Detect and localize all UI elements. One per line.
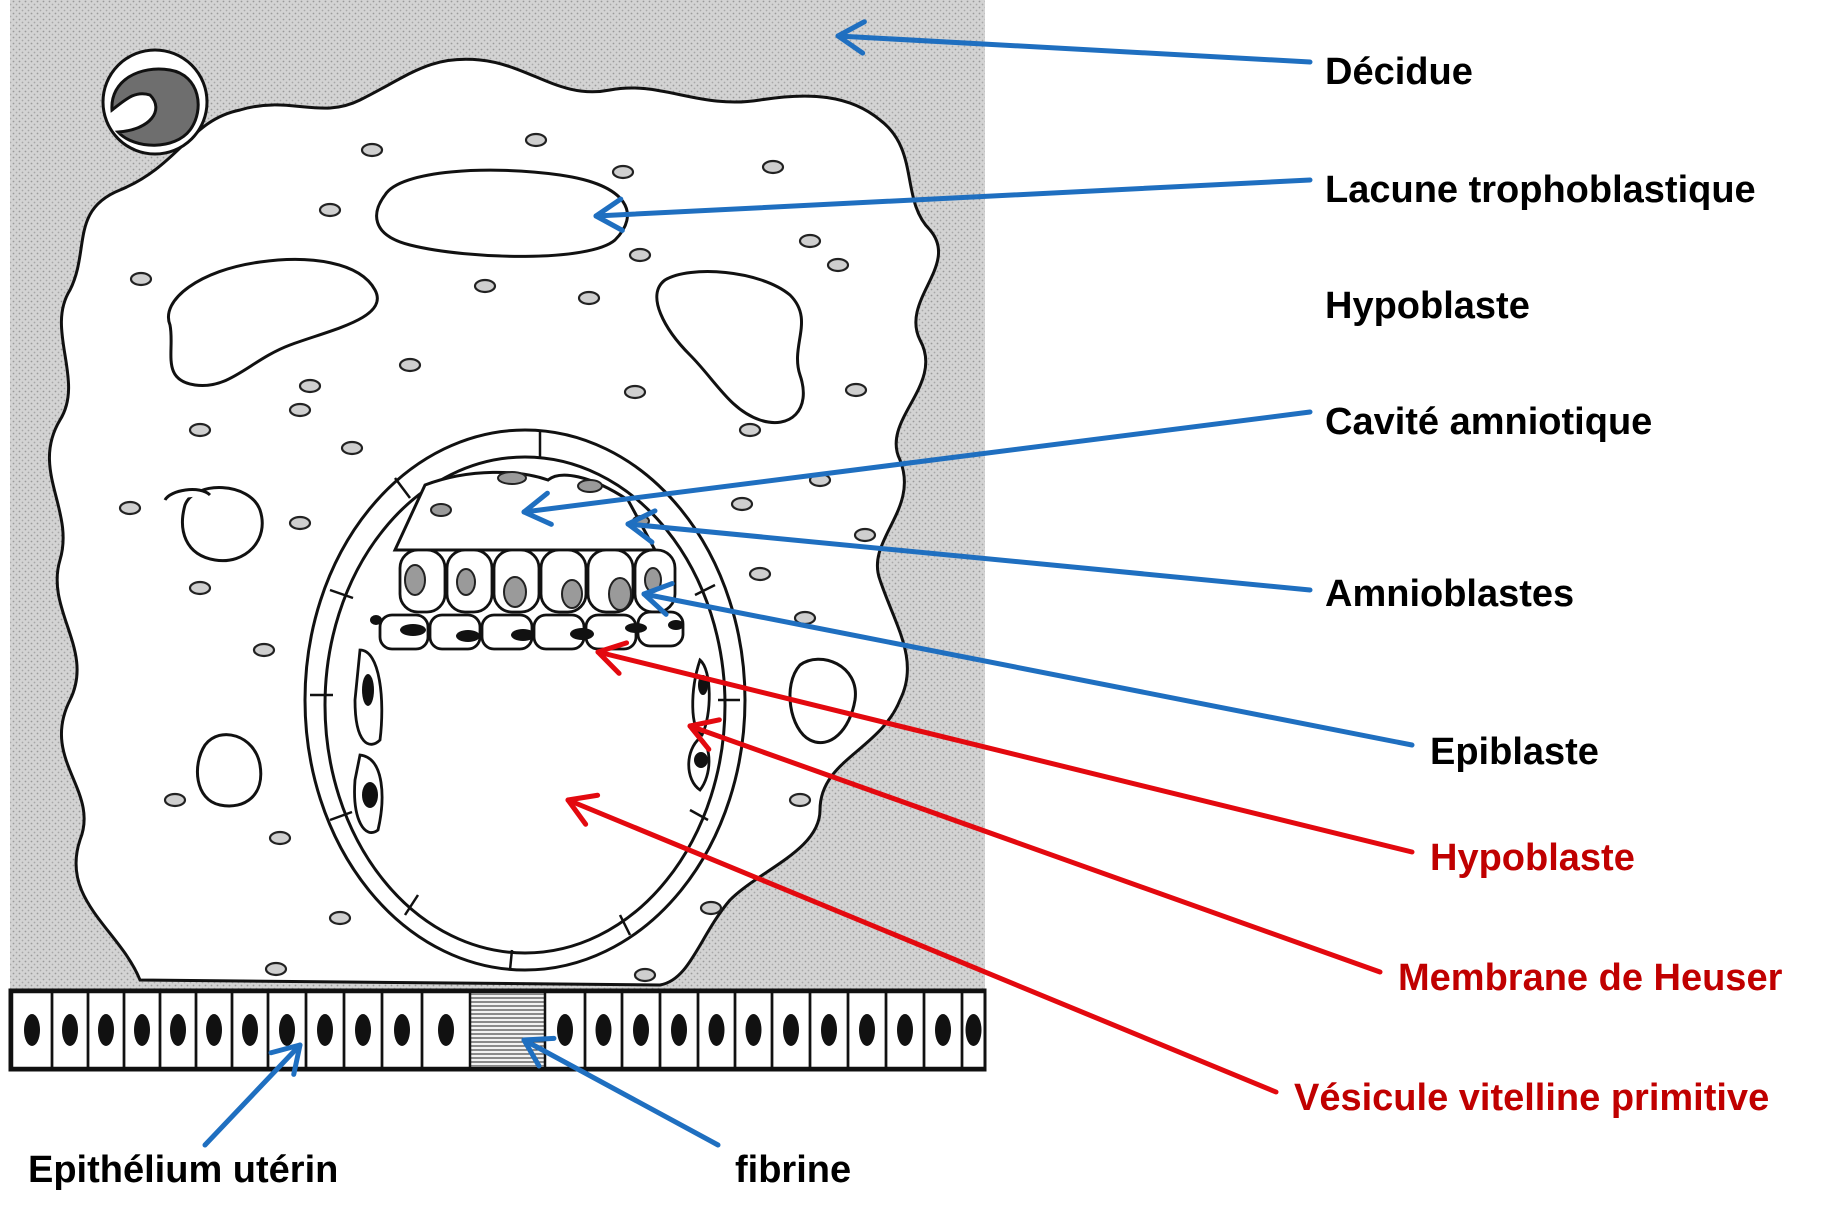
label-vesicule-vitelline-primitive: Vésicule vitelline primitive — [1294, 1076, 1769, 1120]
label-amnioblastes: Amnioblastes — [1325, 572, 1574, 616]
epithelial-nucleus — [24, 1014, 40, 1046]
epithelial-nucleus — [746, 1014, 762, 1046]
epithelial-nucleus — [438, 1014, 454, 1046]
epithelial-nucleus — [557, 1014, 573, 1046]
label-membrane-de-heuser: Membrane de Heuser — [1398, 956, 1782, 1000]
label-epiblaste: Epiblaste — [1430, 730, 1599, 774]
epithelial-nucleus — [134, 1014, 150, 1046]
uterine-epithelium — [10, 990, 985, 1070]
epithelial-nucleus — [206, 1014, 222, 1046]
epithelial-nucleus — [935, 1014, 951, 1046]
epithelial-nucleus — [394, 1014, 410, 1046]
epithelial-nucleus — [859, 1014, 875, 1046]
epithelial-nucleus — [242, 1014, 258, 1046]
label-epithelium-uterin: Epithélium utérin — [28, 1148, 338, 1192]
label-fibrine: fibrine — [735, 1148, 851, 1192]
epithelial-nucleus — [783, 1014, 799, 1046]
epithelial-nucleus — [821, 1014, 837, 1046]
epithelial-nucleus — [897, 1014, 913, 1046]
epithelial-nucleus — [671, 1014, 687, 1046]
epithelial-nucleus — [633, 1014, 649, 1046]
epithelial-nucleus — [279, 1014, 295, 1046]
epithelial-nucleus — [596, 1014, 612, 1046]
epithelial-nucleus — [62, 1014, 78, 1046]
epithelial-nucleus — [966, 1014, 982, 1046]
label-cavite-amniotique: Cavité amniotique — [1325, 400, 1652, 444]
label-decidue: Décidue — [1325, 50, 1473, 94]
label-hypoblaste: Hypoblaste — [1430, 836, 1635, 880]
epithelial-nucleus — [170, 1014, 186, 1046]
epithelial-nucleus — [98, 1014, 114, 1046]
label-hypoblaste-unlinked: Hypoblaste — [1325, 284, 1530, 328]
epithelial-nucleus — [317, 1014, 333, 1046]
label-lacune-trophoblastique: Lacune trophoblastique — [1325, 168, 1756, 212]
epithelial-nucleus — [709, 1014, 725, 1046]
epithelial-nucleus — [355, 1014, 371, 1046]
